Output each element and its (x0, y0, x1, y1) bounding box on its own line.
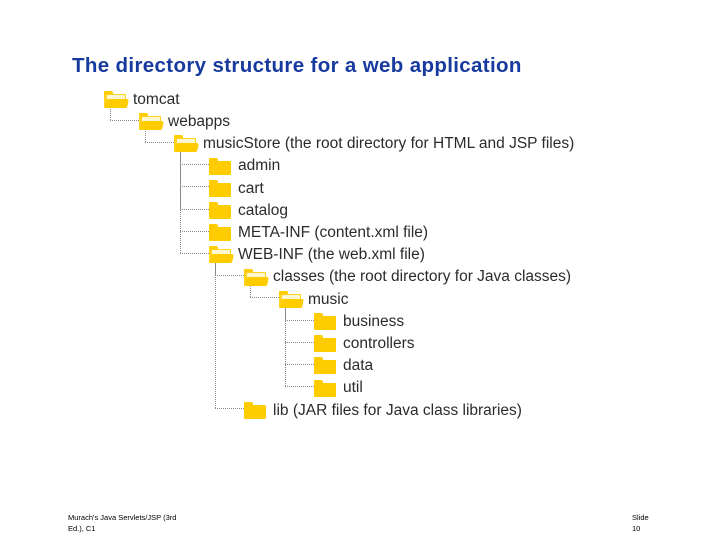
tree-node-label: META-INF (content.xml file) (238, 223, 429, 241)
tree-node-label: classes (the root directory for Java cla… (273, 268, 572, 286)
slide-label: Slide (632, 513, 649, 522)
tree-node-tomcat[interactable]: tomcat (104, 88, 180, 111)
open-folder-icon (279, 290, 304, 308)
tree-connector-horizontal (180, 164, 209, 166)
tree-node-label: tomcat (133, 90, 180, 108)
tree-connector-vertical (250, 284, 251, 298)
tree-node-cart[interactable]: cart (209, 177, 264, 200)
tree-node-label: webapps (168, 112, 231, 130)
tree-node-util[interactable]: util (314, 377, 363, 400)
closed-folder-icon (209, 224, 231, 242)
tree-node-label: util (343, 379, 363, 397)
tree-node-admin[interactable]: admin (209, 155, 280, 178)
open-folder-icon (139, 113, 164, 131)
page-title: The directory structure for a web applic… (72, 54, 522, 77)
tree-node-label: data (343, 357, 374, 375)
open-folder-icon (209, 246, 234, 264)
tree-connector-horizontal (110, 119, 139, 121)
tree-node-meta-inf[interactable]: META-INF (content.xml file) (209, 221, 428, 244)
closed-folder-icon (314, 379, 336, 397)
footer-source-line-1: Murach's Java Servlets/JSP (3rd (68, 513, 177, 522)
closed-folder-icon (314, 313, 336, 330)
tree-node-classes[interactable]: classes (the root directory for Java cla… (244, 266, 571, 289)
tree-node-label: business (343, 312, 405, 330)
tree-connector-horizontal (285, 363, 314, 365)
tree-connector-horizontal (180, 186, 209, 188)
tree-node-label: music (308, 290, 349, 308)
footer-slide-number: Slide 10 (632, 512, 702, 534)
tree-node-data[interactable]: data (314, 354, 373, 377)
slide-number-value: 10 (632, 524, 641, 533)
open-folder-icon (104, 91, 129, 108)
tree-node-controllers[interactable]: controllers (314, 332, 415, 355)
open-folder-icon (174, 135, 199, 153)
tree-connector-horizontal (180, 208, 209, 210)
tree-connector-vertical (180, 151, 181, 253)
tree-connector-vertical (215, 262, 216, 409)
tree-node-label: controllers (343, 334, 415, 352)
tree-connector-vertical (145, 129, 146, 142)
tree-node-label: musicStore (the root directory for HTML … (203, 135, 575, 153)
tree-node-catalog[interactable]: catalog (209, 199, 288, 222)
tree-node-label: admin (238, 157, 281, 175)
tree-node-business[interactable]: business (314, 310, 404, 333)
tree-connector-vertical (110, 107, 111, 120)
tree-node-musicstore[interactable]: musicStore (the root directory for HTML … (174, 132, 574, 155)
tree-connector-horizontal (145, 141, 174, 143)
open-folder-icon (244, 268, 269, 286)
tree-node-label: WEB-INF (the web.xml file) (238, 246, 425, 264)
closed-folder-icon (209, 157, 231, 175)
closed-folder-icon (314, 357, 336, 375)
tree-connector-horizontal (250, 297, 279, 299)
tree-connector-horizontal (215, 275, 244, 277)
footer-source-line-2: Ed.), C1 (68, 524, 96, 533)
tree-node-label: catalog (238, 201, 288, 219)
tree-connector-horizontal (285, 386, 314, 388)
tree-connector-horizontal (285, 341, 314, 343)
tree-node-webapps[interactable]: webapps (139, 110, 230, 133)
tree-node-lib[interactable]: lib (JAR files for Java class libraries) (244, 399, 522, 422)
tree-node-music[interactable]: music (279, 288, 348, 311)
closed-folder-icon (244, 401, 266, 419)
tree-node-label: lib (JAR files for Java class libraries) (273, 401, 522, 419)
tree-connector-horizontal (215, 408, 244, 410)
tree-connector-horizontal (180, 252, 209, 254)
closed-folder-icon (314, 335, 336, 353)
tree-node-web-inf[interactable]: WEB-INF (the web.xml file) (209, 243, 425, 266)
closed-folder-icon (209, 179, 231, 197)
footer-source: Murach's Java Servlets/JSP (3rd Ed.), C1 (68, 512, 268, 534)
tree-connector-vertical (285, 306, 286, 387)
tree-node-label: cart (238, 179, 264, 197)
tree-connector-horizontal (285, 319, 314, 321)
tree-connector-horizontal (180, 230, 209, 232)
closed-folder-icon (209, 202, 231, 219)
